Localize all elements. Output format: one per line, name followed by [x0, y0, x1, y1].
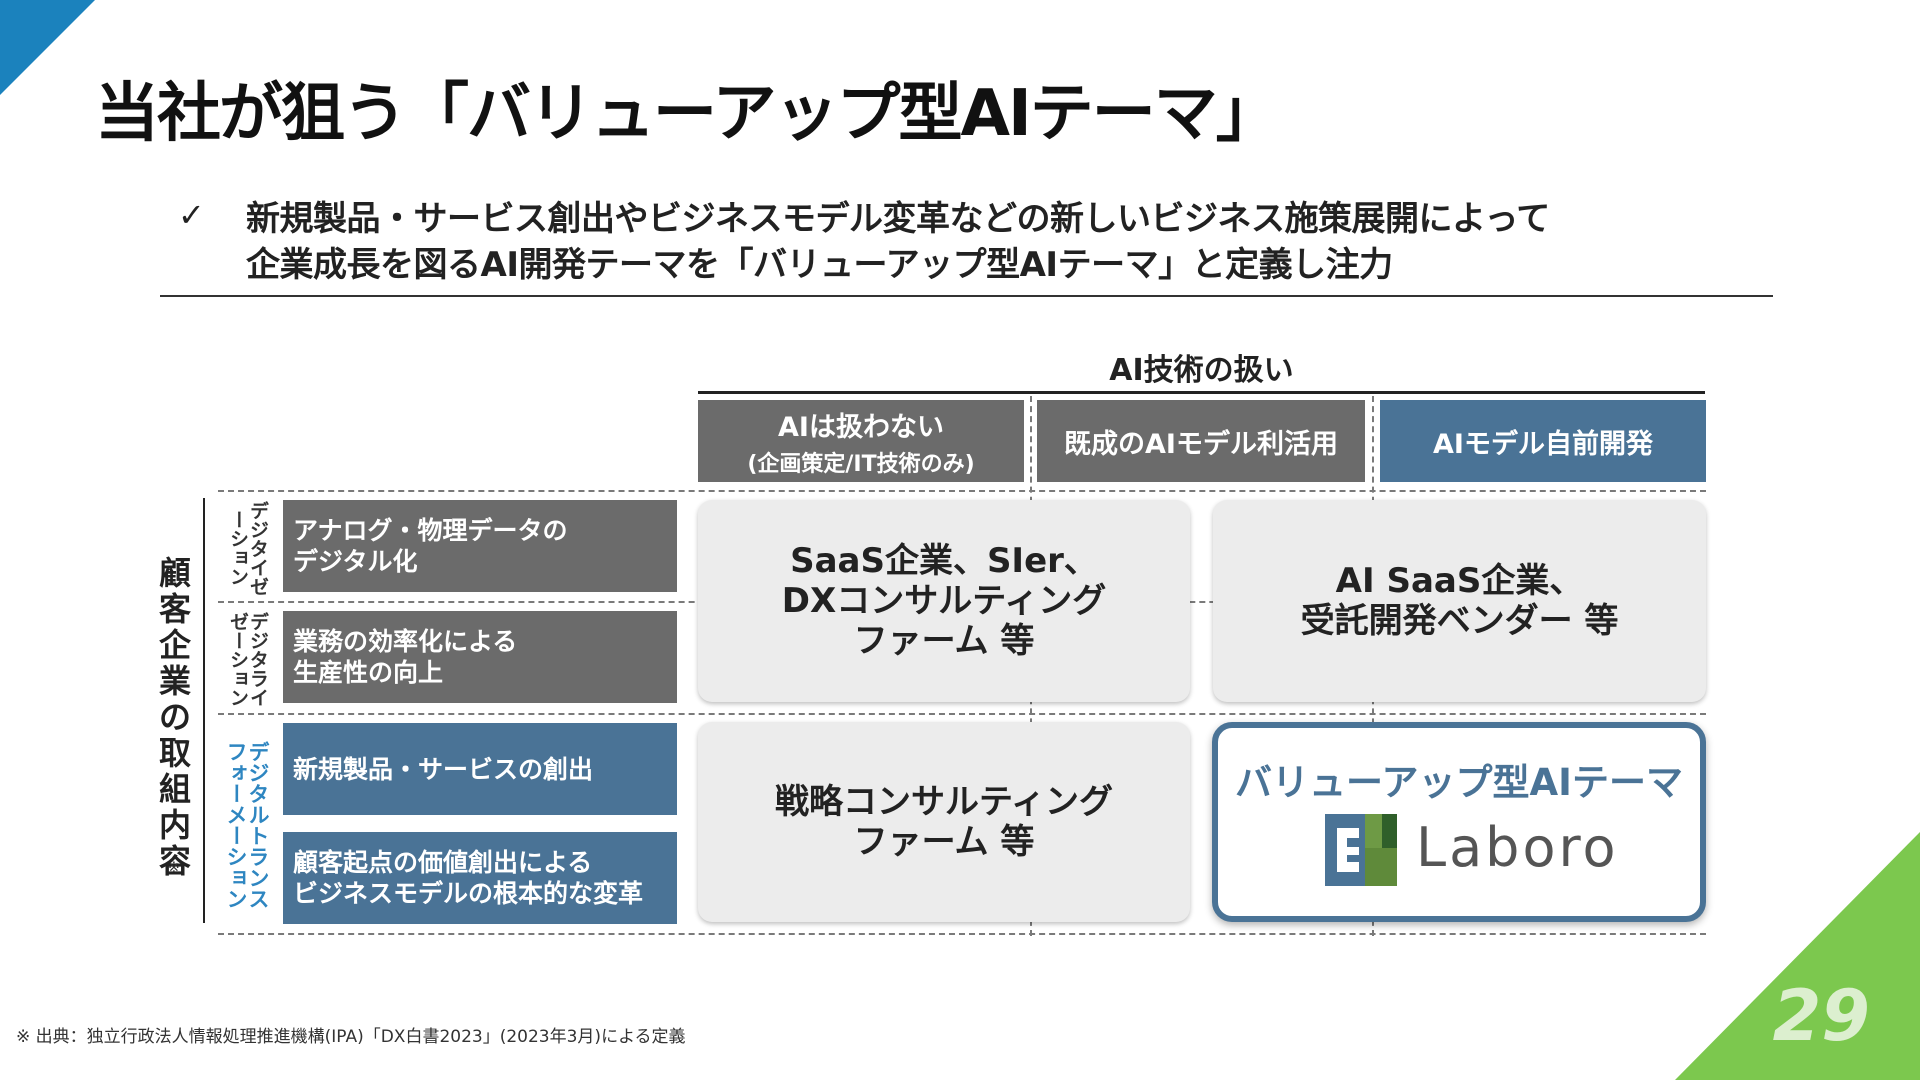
- group-label-digitalization: デジタライゼーション: [227, 611, 269, 707]
- row-business-model-transformation: 顧客起点の価値創出による ビジネスモデルの根本的な変革: [283, 832, 677, 924]
- group-label-digitization: デジタイゼーション: [227, 500, 269, 596]
- column-header-no-ai: AIは扱わない (企画策定/IT技術のみ): [698, 400, 1024, 482]
- subtitle-divider: [160, 295, 1773, 297]
- subtitle-line-1: 新規製品・サービス創出やビジネスモデル変革などの新しいビジネス施策展開によって: [246, 199, 1550, 239]
- column-header-no-ai-subtitle: (企画策定/IT技術のみ): [747, 451, 975, 477]
- grid-divider-bottom: [218, 933, 1706, 935]
- row-operational-efficiency-line-2: 生産性の向上: [293, 658, 444, 687]
- column-header-no-ai-title: AIは扱わない: [778, 411, 944, 443]
- column-header-own-ai-title: AIモデル自前開発: [1433, 428, 1653, 460]
- cell-strategy-consulting-line-2: ファーム 等: [853, 822, 1035, 862]
- ai-axis-rule: [698, 391, 1705, 394]
- corner-accent-top-left: [0, 0, 95, 95]
- row-operational-efficiency-line-1: 業務の効率化による: [293, 627, 518, 656]
- check-icon: ✓: [178, 196, 205, 234]
- ai-axis-heading: AI技術の扱い: [1109, 353, 1294, 388]
- customer-axis-title: 顧客企業の取組内容: [158, 554, 191, 880]
- column-header-existing-ai: 既成のAIモデル利活用: [1037, 400, 1365, 482]
- row-operational-efficiency: 業務の効率化による 生産性の向上: [283, 611, 677, 703]
- customer-axis-line: [203, 498, 205, 923]
- cell-saas-consulting: SaaS企業、SIer、 DXコンサルティング ファーム 等: [698, 500, 1190, 702]
- cell-ai-saas-vendors-line-1: AI SaaS企業、: [1335, 561, 1584, 601]
- grid-divider-row-2: [218, 713, 1706, 715]
- row-business-model-transformation-line-1: 顧客起点の価値創出による: [293, 848, 593, 877]
- cell-strategy-consulting: 戦略コンサルティング ファーム 等: [698, 722, 1190, 922]
- cell-ai-saas-vendors-line-2: 受託開発ベンダー 等: [1300, 601, 1619, 641]
- grid-divider-top: [218, 490, 1706, 492]
- cell-saas-consulting-line-1: SaaS企業、SIer、: [790, 541, 1098, 581]
- row-new-products-line-1: 新規製品・サービスの創出: [293, 754, 594, 784]
- subtitle: 新規製品・サービス創出やビジネスモデル変革などの新しいビジネス施策展開によって …: [246, 196, 1766, 288]
- value-up-ai-theme-title: バリューアップ型AIテーマ: [1235, 761, 1683, 804]
- cell-saas-consulting-line-3: ファーム 等: [853, 621, 1035, 661]
- row-analog-digitization-line-1: アナログ・物理データの: [293, 516, 568, 545]
- customer-axis-note: ※: [168, 860, 180, 876]
- source-footnote: ※ 出典：独立行政法人情報処理推進機構(IPA)「DX白書2023」(2023年…: [16, 1027, 686, 1047]
- row-analog-digitization-line-2: デジタル化: [293, 547, 418, 576]
- cell-ai-saas-vendors: AI SaaS企業、 受託開発ベンダー 等: [1213, 500, 1706, 702]
- page-number: 29: [1772, 975, 1870, 1057]
- row-new-products: 新規製品・サービスの創出: [283, 723, 677, 815]
- cell-value-up-ai-theme: バリューアップ型AIテーマ Laboro: [1212, 722, 1706, 922]
- cell-strategy-consulting-line-1: 戦略コンサルティング: [775, 782, 1113, 822]
- cell-saas-consulting-line-2: DXコンサルティング: [781, 581, 1107, 621]
- laboro-logo-icon: [1325, 814, 1397, 886]
- laboro-logo-text: Laboro: [1416, 816, 1619, 879]
- group-label-digital-transformation: デジタルトランスフォーメーション: [224, 741, 270, 909]
- subtitle-line-2: 企業成長を図るAI開発テーマを「バリューアップ型AIテーマ」と定義し注力: [246, 245, 1393, 285]
- row-analog-digitization: アナログ・物理データの デジタル化: [283, 500, 677, 592]
- page-title: 当社が狙う「バリューアップ型AIテーマ」: [95, 77, 1280, 151]
- column-header-existing-ai-title: 既成のAIモデル利活用: [1064, 428, 1338, 460]
- column-header-own-ai: AIモデル自前開発: [1380, 400, 1706, 482]
- row-business-model-transformation-line-2: ビジネスモデルの根本的な変革: [293, 879, 644, 908]
